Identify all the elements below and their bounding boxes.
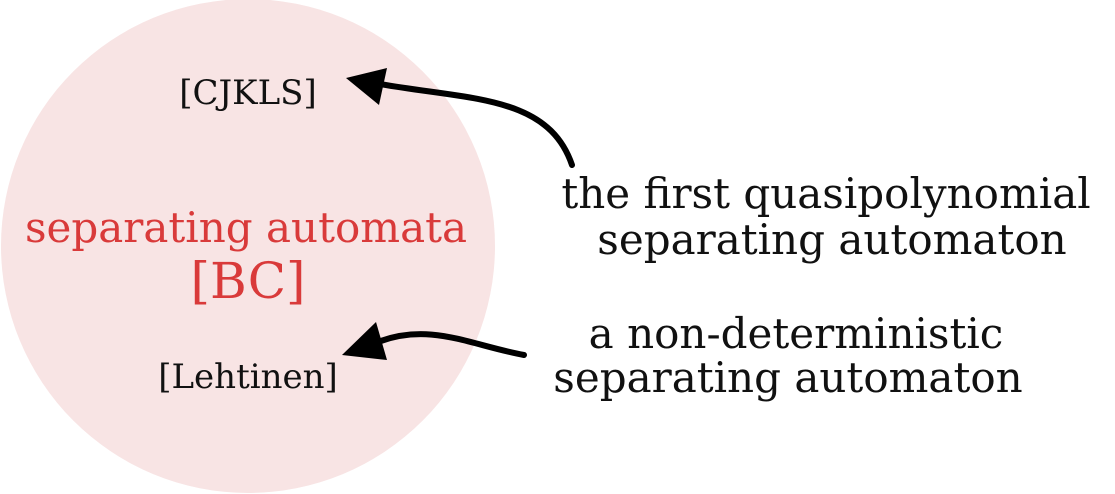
annotation-bottom-line1: a non-deterministic — [589, 309, 1004, 358]
annotation-bottom-line2: separating automaton — [553, 353, 1022, 402]
arrow-to-lehtinen — [375, 331, 527, 358]
arrowhead-cjkls-icon — [346, 68, 387, 105]
citation-cjkls: [CJKLS] — [179, 73, 316, 113]
arrowhead-lehtinen-icon — [342, 322, 387, 360]
citation-bc: [BC] — [191, 252, 306, 310]
arrow-to-cjkls — [377, 81, 575, 168]
citation-lehtinen: [Lehtinen] — [158, 357, 338, 397]
annotation-top-line1: the first quasipolynomial — [561, 169, 1090, 218]
annotation-top-line2: separating automaton — [597, 215, 1066, 264]
separating-automata-circle — [1, 0, 495, 493]
circle-title: separating automata — [25, 203, 467, 252]
